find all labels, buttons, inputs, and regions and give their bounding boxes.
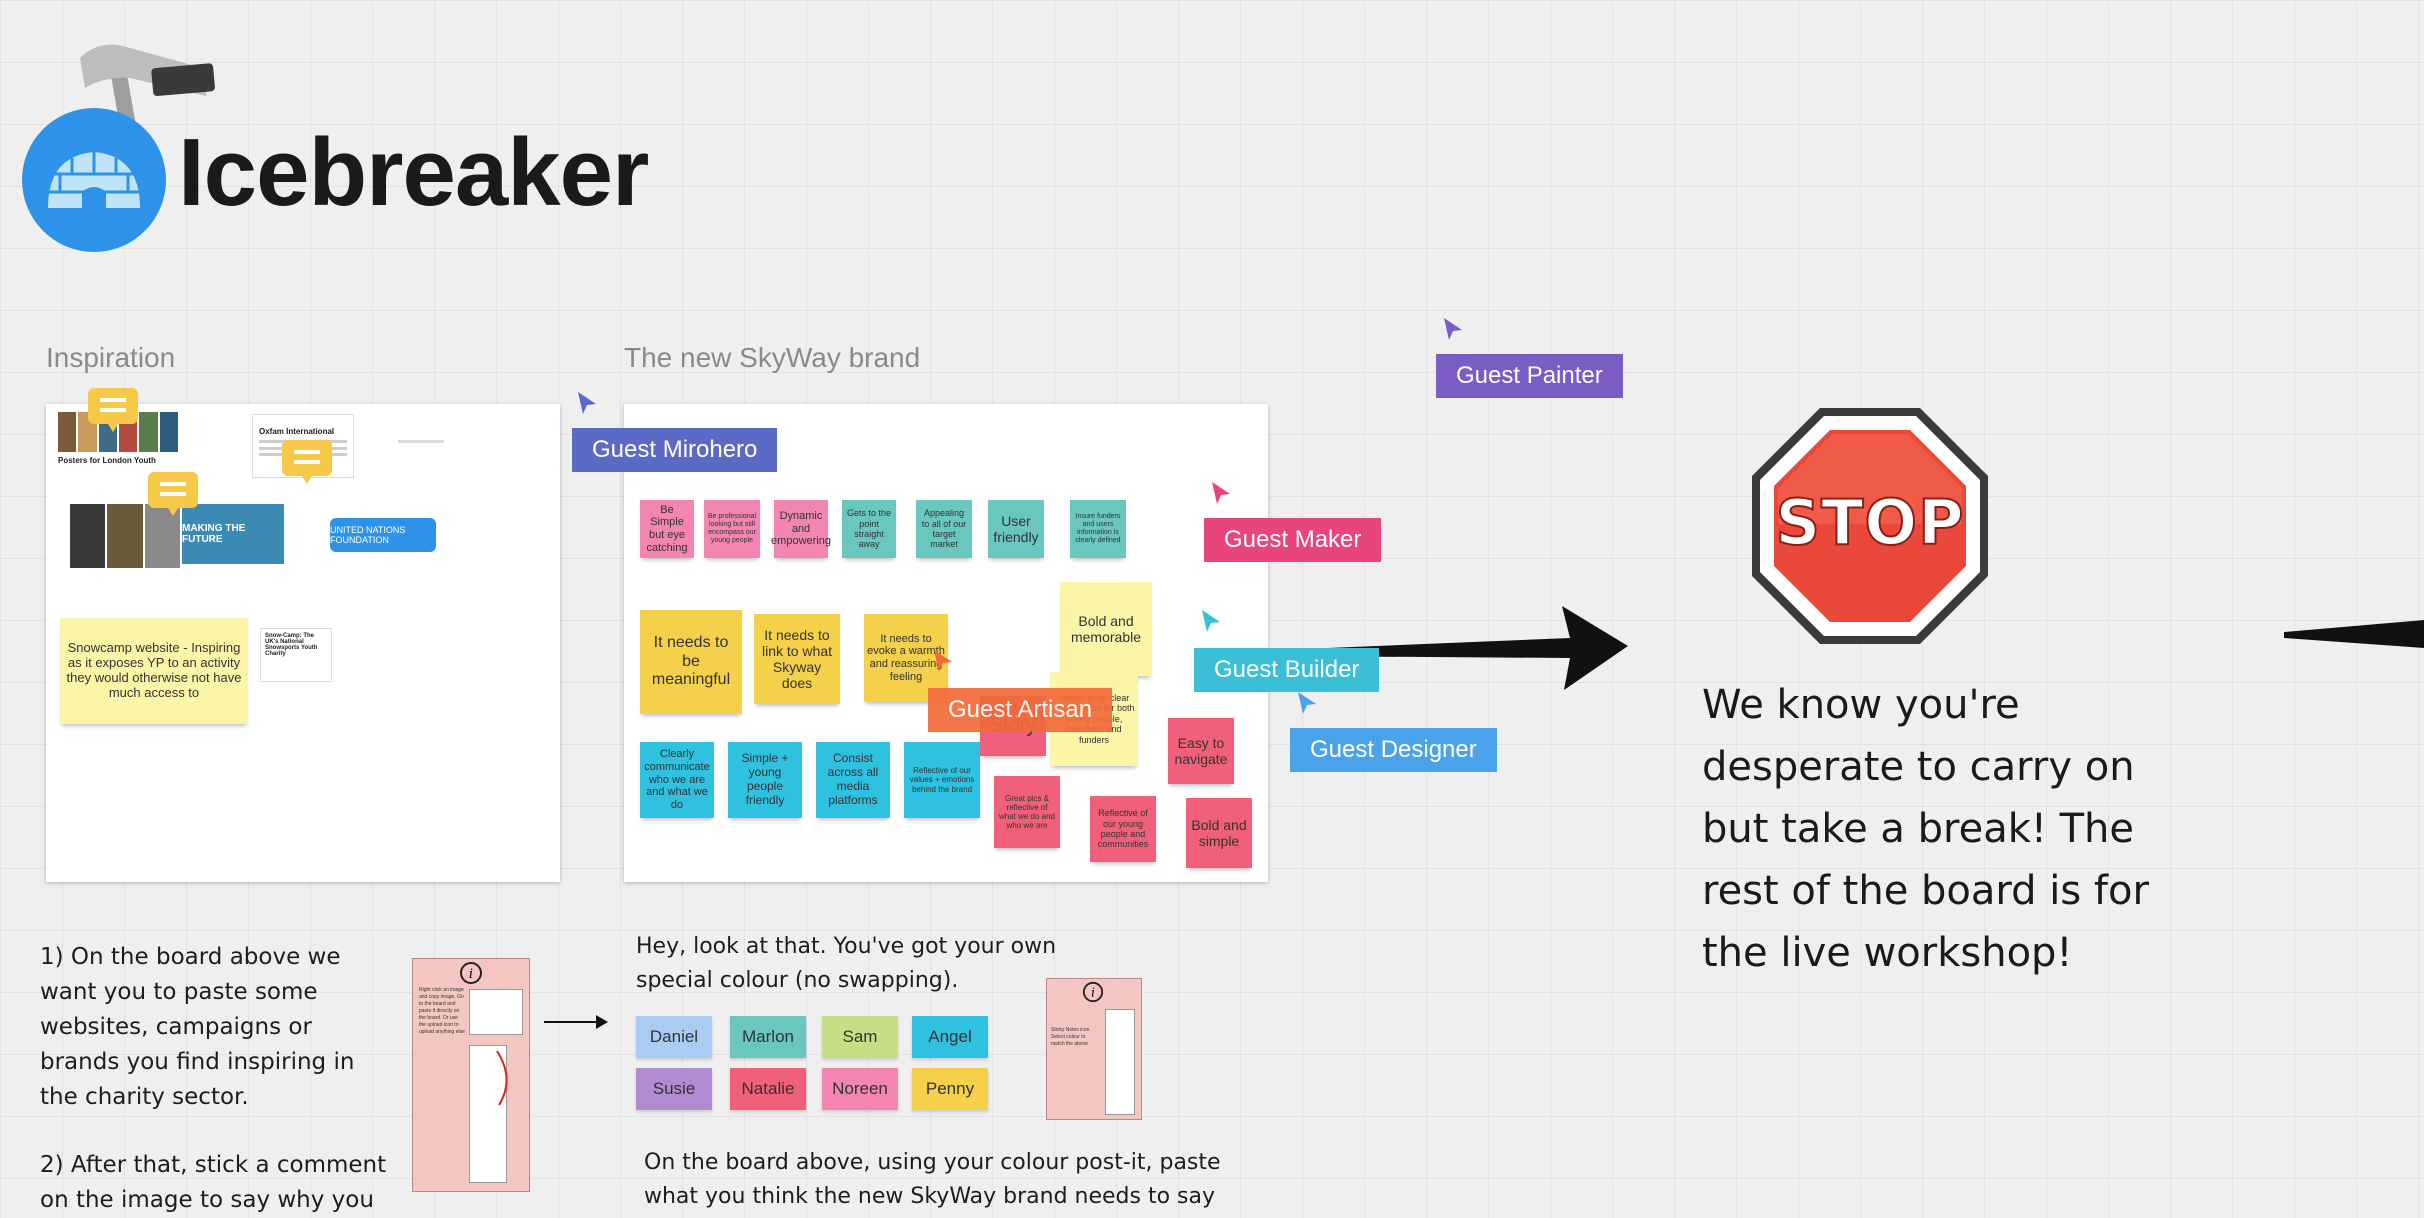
guest-cursor-label: Guest Painter [1436,354,1623,398]
snowcamp-card-title: Snow-Camp: The UK's National Snowsports … [265,633,318,657]
svg-text:i: i [469,967,473,982]
hammer-icon [80,44,215,129]
colour-chip-susie[interactable]: Susie [636,1068,712,1110]
info-card[interactable]: i Sticky Notes icon. Select colour to ma… [1046,978,1142,1120]
sticky-note[interactable]: Bold and memorable [1060,582,1152,676]
colour-chip-sam[interactable]: Sam [822,1016,898,1058]
info-icon: i [460,962,482,984]
sticky-note[interactable]: Bold and simple [1186,798,1252,868]
stop-sign-icon [1752,408,1988,644]
sticky-note[interactable]: Great pics & reflective of what we do an… [994,776,1060,848]
instruction-step2: 2) After that, stick a comment on the im… [40,1152,387,1213]
colour-chip-natalie[interactable]: Natalie [730,1068,806,1110]
instruction-step1: 1) On the board above we want you to pas… [40,944,355,1110]
brand-frame[interactable]: Be Simple but eye catching Be profession… [624,404,1268,882]
snowcamp-note[interactable]: Snowcamp website - Inspiring as it expos… [60,618,248,724]
info-icon: i [1082,981,1104,1003]
sticky-note[interactable]: Be professional looking but still encomp… [704,500,760,558]
colour-chip-penny[interactable]: Penny [912,1068,988,1110]
sticky-note[interactable]: Reflective of our young people and commu… [1090,796,1156,862]
inspiration-frame[interactable]: Posters for London Youth Oxfam Internati… [46,404,560,882]
comment-icon[interactable] [88,388,138,434]
sticky-note[interactable]: It needs to link to what Skyway does [754,614,840,704]
sticky-note[interactable]: Insure funders and users information is … [1070,500,1126,558]
oxfam-title: Oxfam International [259,427,335,436]
photo-collage[interactable] [70,504,180,568]
stop-message: We know you're desperate to carry on but… [1702,682,2149,976]
toolbar-thumb [1105,1009,1135,1115]
red-arrow-icon [496,1050,508,1106]
colour-chip-daniel[interactable]: Daniel [636,1016,712,1058]
sticky-note[interactable]: Clearly communicate who we are and what … [640,742,714,818]
inspiration-label: Inspiration [46,342,176,373]
sticky-note[interactable]: Consist across all media platforms [816,742,890,818]
colour-intro: Hey, look at that. You've got your own s… [636,934,1057,993]
colour-chip-angel[interactable]: Angel [912,1016,988,1058]
info-card-text: Sticky Notes icon. Select colour to matc… [1051,1027,1091,1047]
cursor-icon [1202,610,1220,632]
colour-chip-marlon[interactable]: Marlon [730,1016,806,1058]
sticky-note[interactable]: User friendly [988,500,1044,558]
toolbar-thumb [469,1045,507,1183]
sticky-note[interactable]: Reflective of our values + emotions behi… [904,742,980,818]
campaign-banner[interactable]: MAKING THE FUTURE [182,504,284,564]
igloo-icon [22,108,166,252]
sticky-note[interactable]: Simple + young people friendly [728,742,802,818]
cursor-icon [1444,318,1462,340]
info-card[interactable]: i Right click an image and copy image. G… [412,958,530,1192]
sticky-note[interactable]: Dynamic and empowering [771,500,831,558]
guest-cursor-label: Guest Maker [1204,518,1382,562]
brand-instruction: On the board above, using your colour po… [644,1150,1221,1209]
board-title: Icebreaker [178,119,649,226]
stop-sign-text: STOP [1774,485,1965,560]
sticky-note[interactable]: Be Simple but eye catching [640,500,694,558]
arrow-icon[interactable] [1280,598,1640,698]
guest-cursor-label: Guest Designer [1290,728,1497,772]
svg-text:i: i [1091,986,1095,1000]
info-card-text: Right click an image and copy image. Go … [419,987,465,1035]
screenshot-thumb [469,989,523,1035]
sticky-note[interactable]: Easy to navigate [1168,718,1234,784]
un-foundation-banner[interactable]: UNITED NATIONS FOUNDATION [330,518,436,552]
text-line [398,440,444,443]
comment-icon[interactable] [148,472,198,518]
sticky-note[interactable]: Appealing to all of our target market [916,500,972,558]
colour-chip-noreen[interactable]: Noreen [822,1068,898,1110]
arrow-icon[interactable] [2284,610,2424,660]
comment-icon[interactable] [282,440,332,486]
guest-cursor-label: Guest Builder [1194,648,1380,692]
guest-cursor-label: Guest Mirohero [572,428,778,472]
cursor-icon [1298,692,1316,714]
cursor-icon [934,650,952,672]
brand-label: The new SkyWay brand [624,342,921,373]
sticky-note[interactable]: It needs to be meaningful [640,610,742,714]
poster-strip[interactable] [58,412,178,452]
sticky-note[interactable]: Gets to the point straight away [842,500,896,558]
arrow-icon [544,1015,608,1029]
cursor-icon [1212,482,1230,504]
snowcamp-card[interactable]: Snow-Camp: The UK's National Snowsports … [260,628,332,682]
guest-cursor-label: Guest Artisan [928,688,1113,732]
posters-caption: Posters for London Youth [58,456,156,465]
cursor-icon [578,392,596,414]
sticky-note[interactable]: It needs to evoke a warmth and reassurin… [864,614,948,702]
